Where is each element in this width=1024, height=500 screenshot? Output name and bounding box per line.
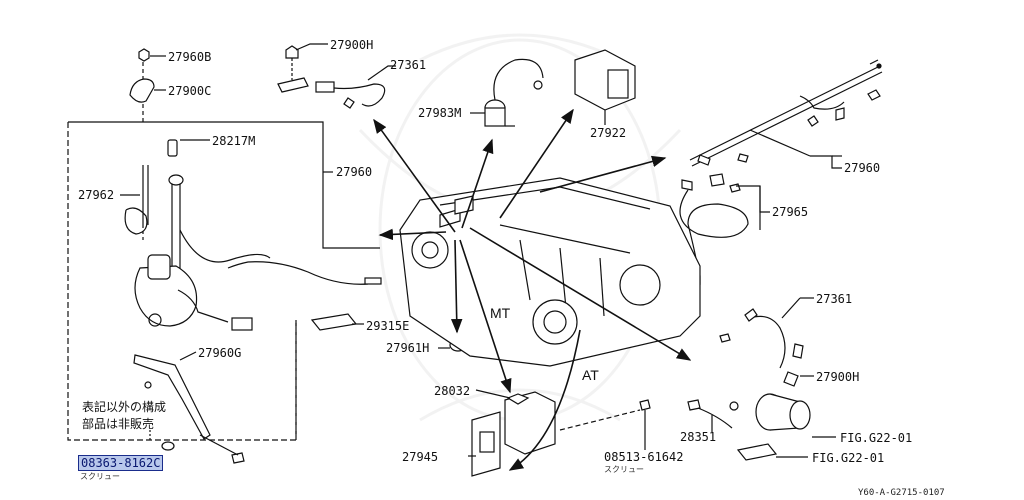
antenna-assembly-box <box>67 121 380 441</box>
cap-27900c-icon <box>129 78 166 103</box>
antenna-mast-27962-icon <box>120 165 149 240</box>
label-08513: 08513-61642 <box>604 450 684 464</box>
label-27983m: 27983M <box>418 106 462 120</box>
label-27361-right: 27361 <box>816 292 853 306</box>
switch-27922-icon <box>574 49 636 125</box>
label-27960g: 27960G <box>198 346 242 360</box>
label-27900h-top: 27900H <box>330 38 374 52</box>
bracket-27945-icon <box>468 411 501 477</box>
label-fig-a: FIG.G22-01 <box>840 431 913 445</box>
motor-fig-g22-icon <box>729 393 836 461</box>
bushing-28217m-icon <box>167 139 210 157</box>
vehicle-icon <box>399 177 701 367</box>
note-line-1: 表記以外の構成 <box>82 400 167 414</box>
diagram-code: Y60-A-G2715-0107 <box>858 488 945 498</box>
screw-08513-icon <box>559 399 651 450</box>
label-28032: 28032 <box>434 384 471 398</box>
label-27961h: 27961H <box>386 341 430 355</box>
arrows <box>373 108 692 471</box>
label-mt: MT <box>490 305 511 321</box>
label-27945: 27945 <box>402 450 439 464</box>
label-at: AT <box>582 367 599 383</box>
label-27361-top: 27361 <box>390 58 427 72</box>
label-27922: 27922 <box>590 126 627 140</box>
relay-27983m-icon <box>470 58 544 127</box>
resistor-28351-icon <box>687 399 733 432</box>
label-27965: 27965 <box>772 205 809 219</box>
label-27962: 27962 <box>78 188 115 202</box>
label-screw-2: スクリュー <box>604 465 644 474</box>
label-27900c: 27900C <box>168 84 212 98</box>
wire-27361-top-icon <box>315 65 396 109</box>
pad-29315e-icon <box>310 313 364 331</box>
label-27900h-right: 27900H <box>816 370 860 384</box>
label-28217m: 28217M <box>212 134 256 148</box>
cable-27965-icon <box>679 173 770 285</box>
label-screw-1: スクリュー <box>80 472 120 481</box>
clip-27900h-top-icon <box>277 43 328 93</box>
bracket-27960g-icon <box>133 351 211 440</box>
label-08363-highlighted[interactable]: 08363-8162C <box>78 455 164 471</box>
screw-08363-icon <box>161 434 245 464</box>
note-line-2: 部品は非販売 <box>82 417 155 431</box>
label-29315e: 29315E <box>366 319 410 333</box>
harness-27361-right-icon <box>719 297 814 387</box>
harness-27960-right-icon <box>689 59 883 169</box>
label-27960b: 27960B <box>168 50 212 64</box>
label-27960-right: 27960 <box>844 161 881 175</box>
label-fig-b: FIG.G22-01 <box>812 451 885 465</box>
label-28351: 28351 <box>680 430 717 444</box>
label-27960-left: 27960 <box>336 165 373 179</box>
motor-antenna-body-icon <box>134 174 382 331</box>
